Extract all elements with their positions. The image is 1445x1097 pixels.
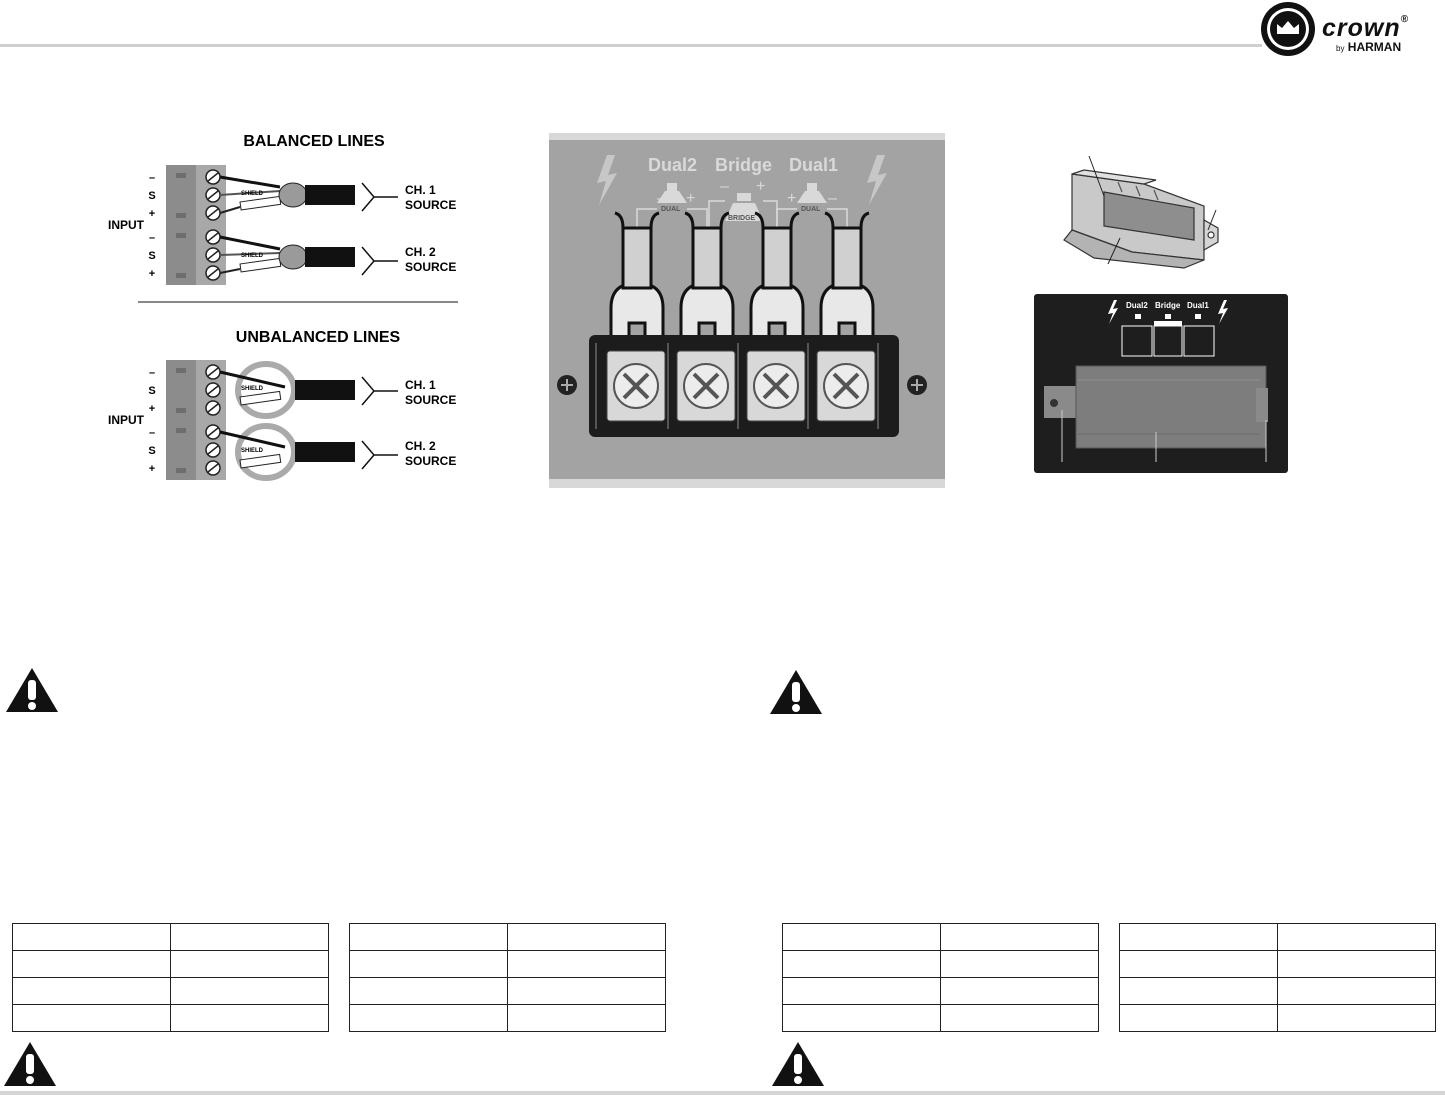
plus-sign: + <box>686 190 695 207</box>
balanced-cable-ch2 <box>219 235 355 274</box>
balanced-cable-ch1 <box>219 175 355 214</box>
dual2-label: Dual2 <box>648 155 697 175</box>
spec-table <box>12 923 329 1032</box>
source-label: SOURCE <box>405 454 456 468</box>
cover-dual2-label: Dual2 <box>1126 301 1148 310</box>
footer-rule <box>0 1091 1445 1095</box>
pin-label: + <box>149 268 155 280</box>
callout-line <box>1107 237 1121 265</box>
ch1-label: CH. 1 <box>405 183 436 197</box>
pin-label: + <box>149 463 155 475</box>
shield-label: SHIELD <box>241 253 264 259</box>
unbalanced-cable-ch2 <box>219 423 355 481</box>
terminal-cover-figure: Dual2 Bridge Dual1 <box>1034 140 1290 474</box>
ch2-label: CH. 2 <box>405 439 436 453</box>
minus-sign: – <box>828 190 837 207</box>
pin-label: – <box>149 427 155 439</box>
callout-line <box>1207 209 1217 231</box>
plus-sign: + <box>787 190 796 207</box>
pin-label: + <box>149 403 155 415</box>
spade-lugs <box>609 211 875 350</box>
dual1-label: Dual1 <box>789 155 838 175</box>
header-rule <box>0 44 1262 47</box>
balanced-connector <box>166 165 226 285</box>
spec-table <box>1119 923 1436 1032</box>
mounting-screw-icon <box>907 375 927 395</box>
cover-bracket <box>1063 169 1219 269</box>
crown-logo: crown® by HARMAN <box>1258 0 1445 60</box>
mounting-screw-icon <box>557 375 577 395</box>
output-terminal-figure: Dual2 Bridge Dual1 – + – + + – DUAL BRID… <box>549 133 945 488</box>
spec-table <box>782 923 1099 1032</box>
pin-label: – <box>149 232 155 244</box>
input-label: INPUT <box>108 218 145 232</box>
callout-line <box>1088 155 1105 197</box>
warning-icon <box>768 668 824 716</box>
lightning-icon <box>1108 300 1118 324</box>
shield-label: SHIELD <box>241 448 264 454</box>
warning-icon <box>770 1040 826 1088</box>
spec-table <box>349 923 666 1032</box>
lightning-icon <box>597 155 617 205</box>
unbalanced-cable-ch1 <box>219 361 355 419</box>
plus-sign: + <box>756 178 765 195</box>
cover-dual1-label: Dual1 <box>1187 301 1209 310</box>
pin-label: + <box>149 208 155 220</box>
minus-sign: – <box>720 178 729 195</box>
ch2-label: CH. 2 <box>405 245 436 259</box>
pin-label: – <box>149 367 155 379</box>
brand-word: crown® <box>1322 14 1409 42</box>
crown-emblem-icon <box>1261 2 1315 56</box>
cover-bridge-label: Bridge <box>1155 301 1181 310</box>
pin-label: S <box>148 385 155 397</box>
cover-body <box>1044 365 1268 449</box>
lightning-icon <box>1218 300 1228 324</box>
bridge-tag: BRIDGE <box>728 215 756 222</box>
pin-label: S <box>148 190 155 202</box>
source-label: SOURCE <box>405 393 456 407</box>
input-wiring-diagram: BALANCED LINES <box>100 125 465 485</box>
warning-icon <box>2 1040 58 1088</box>
dual-tag: DUAL <box>801 206 821 213</box>
terminal-screws <box>606 350 876 422</box>
ch1-label: CH. 1 <box>405 378 436 392</box>
shield-label: SHIELD <box>241 191 264 197</box>
input-label: INPUT <box>108 413 145 427</box>
dual-tag: DUAL <box>661 206 681 213</box>
lightning-icon <box>867 155 887 205</box>
pin-label: S <box>148 445 155 457</box>
pin-label: – <box>149 172 155 184</box>
source-label: SOURCE <box>405 260 456 274</box>
unbalanced-connector <box>166 360 226 480</box>
unbalanced-lines-title: UNBALANCED LINES <box>236 329 401 346</box>
balanced-lines-title: BALANCED LINES <box>243 133 385 150</box>
brand-by-harman: by HARMAN <box>1336 40 1402 54</box>
warning-icon <box>4 666 60 714</box>
shield-label: SHIELD <box>241 386 264 392</box>
bridge-label: Bridge <box>715 155 772 175</box>
pin-label: S <box>148 250 155 262</box>
source-label: SOURCE <box>405 198 456 212</box>
